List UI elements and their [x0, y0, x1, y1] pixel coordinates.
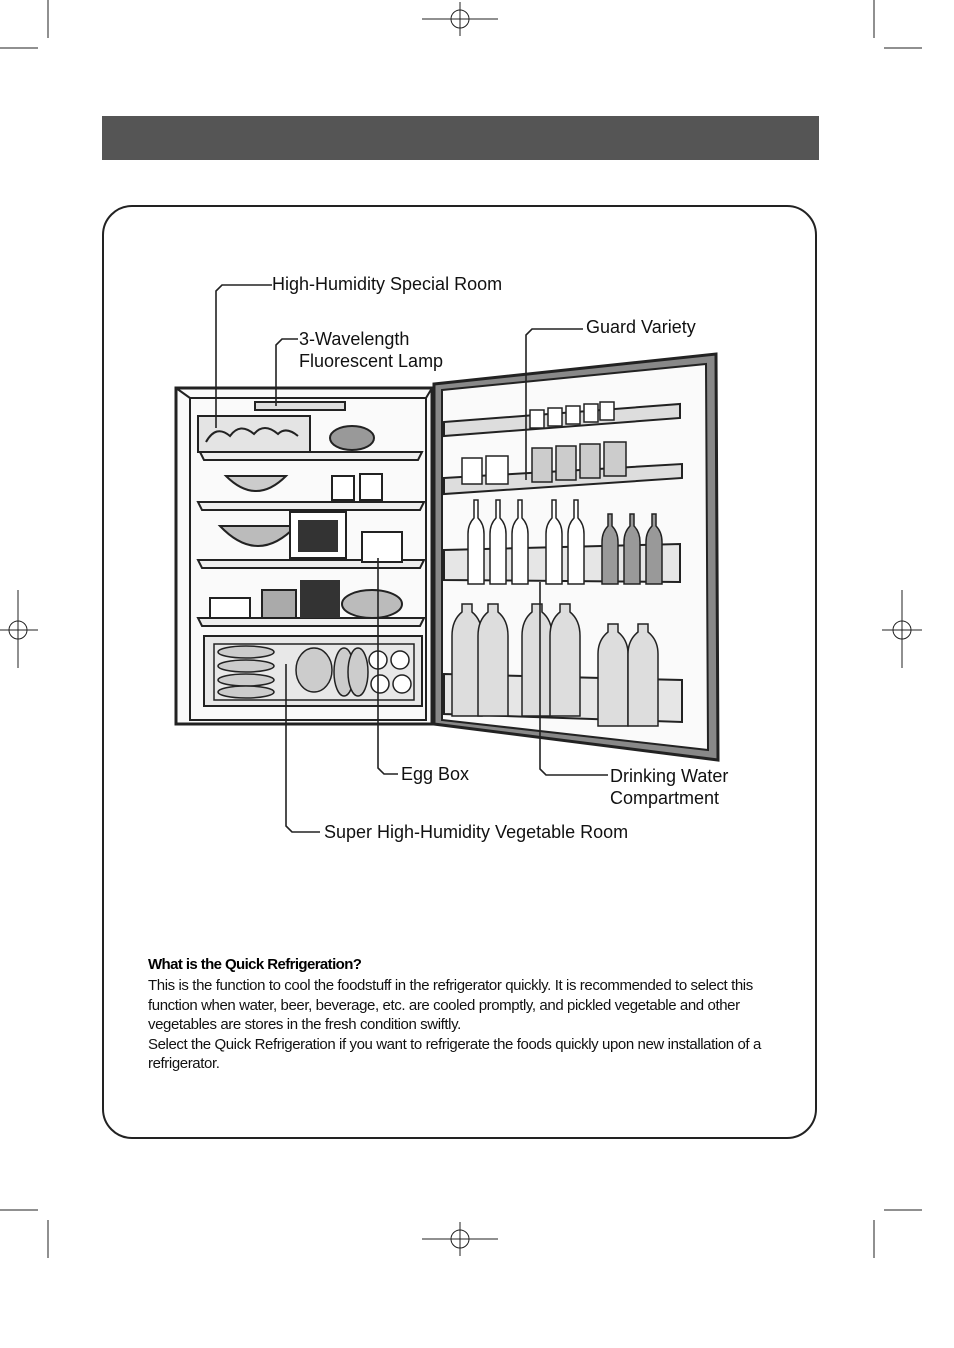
- callout-egg-box: Egg Box: [401, 764, 470, 784]
- callout-drinking-water-compartment: Drinking Water Compartment: [610, 766, 729, 808]
- callout-fluorescent-lamp: 3-Wavelength Fluorescent Lamp: [299, 329, 444, 371]
- section-header-bar: [102, 116, 819, 160]
- refrigerator-cabinet: [174, 386, 434, 726]
- callout-guard-variety: Guard Variety: [586, 317, 696, 337]
- callout-leader-lines: [215, 284, 608, 833]
- refrigerator-door: [432, 352, 720, 762]
- quick-refrigeration-heading: What is the Quick Refrigeration?: [148, 956, 362, 973]
- callout-vegetable-room: Super High-Humidity Vegetable Room: [324, 822, 629, 842]
- callout-high-humidity-special-room: High-Humidity Special Room: [272, 274, 503, 294]
- quick-refrigeration-description: This is the function to cool the foodstu…: [148, 977, 761, 1072]
- content-panel: [102, 205, 817, 1139]
